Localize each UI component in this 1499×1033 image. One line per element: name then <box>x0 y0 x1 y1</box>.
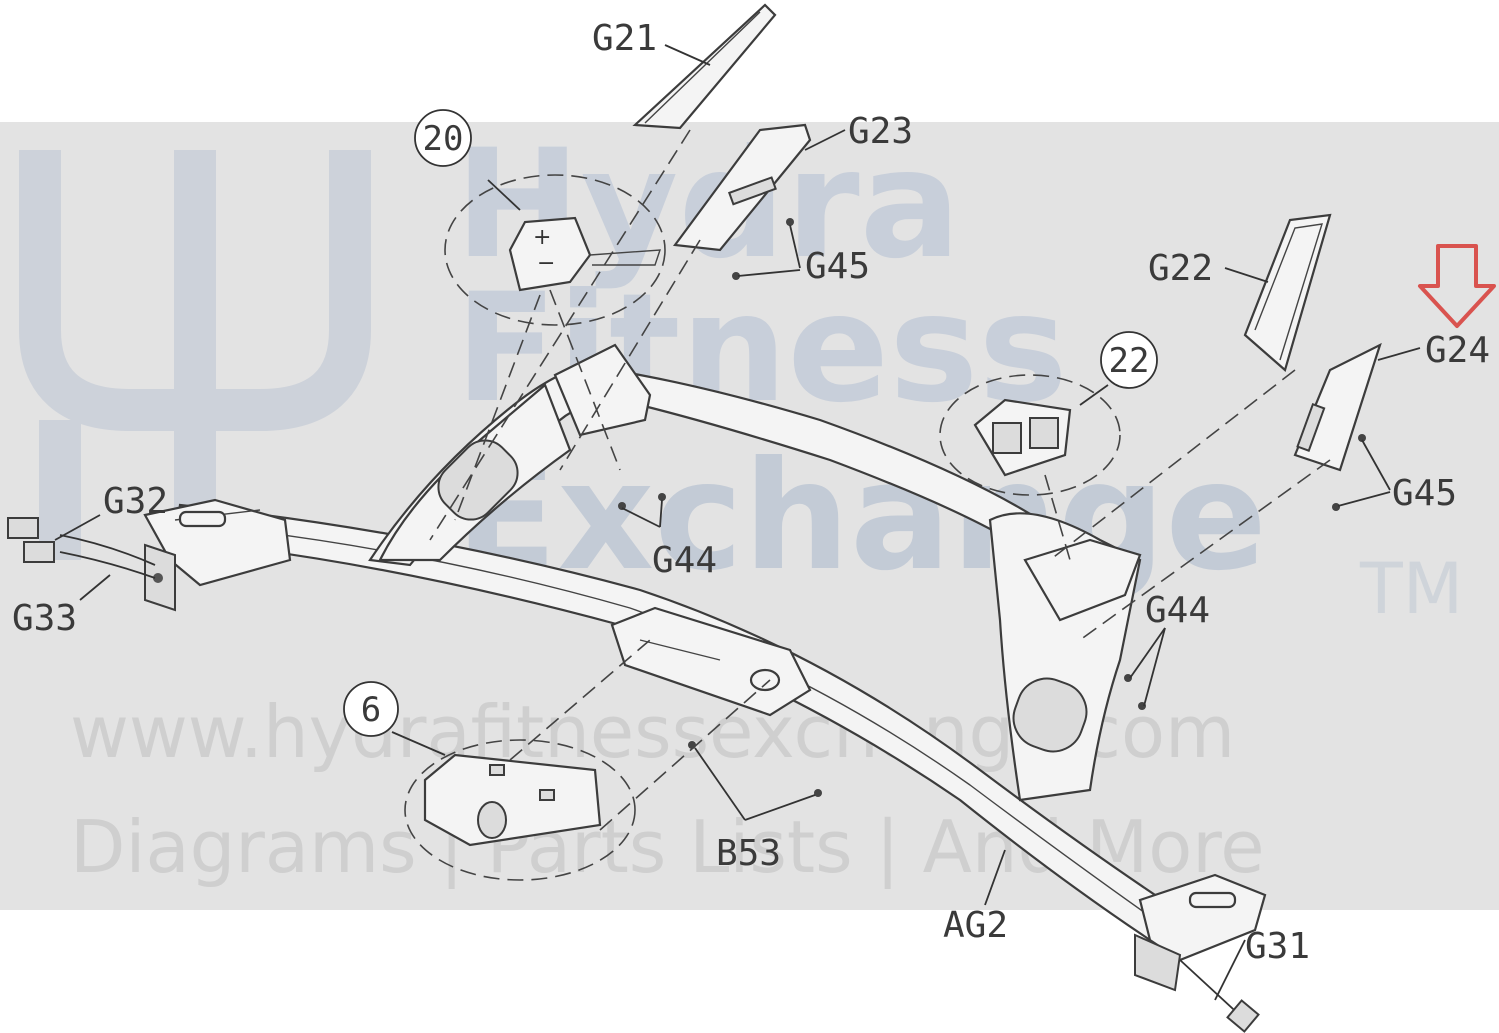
watermark-trademark: TM <box>1360 548 1464 630</box>
watermark-logo <box>18 150 371 560</box>
part-g22-cover <box>1243 213 1332 372</box>
label-g45-left: G45 <box>805 246 870 287</box>
label-g24: G24 <box>1425 330 1490 371</box>
label-ag2: AG2 <box>943 905 1008 946</box>
callout-22: 22 <box>1100 331 1158 389</box>
label-g23: G23 <box>848 111 913 152</box>
callout-20: 20 <box>414 109 472 167</box>
label-g45-right: G45 <box>1392 473 1457 514</box>
svg-text:20: 20 <box>423 119 464 159</box>
leader-lines <box>54 44 1421 1001</box>
highlight-arrow-icon <box>1418 244 1496 328</box>
svg-text:+: + <box>533 225 551 250</box>
label-g21: G21 <box>592 18 657 59</box>
button-module-6 <box>423 753 602 847</box>
center-console <box>610 606 812 717</box>
part-g23-cover <box>672 123 812 252</box>
label-b53: B53 <box>716 833 781 874</box>
svg-text:22: 22 <box>1109 341 1150 381</box>
label-g22: G22 <box>1148 248 1213 289</box>
callout-6: 6 <box>343 681 399 737</box>
svg-text:6: 6 <box>361 690 381 730</box>
part-g21-cover <box>632 3 777 130</box>
button-module-22 <box>973 398 1072 477</box>
cable-g32-g33 <box>7 517 156 579</box>
left-mount-bracket <box>143 498 292 612</box>
label-g44-left: G44 <box>652 540 717 581</box>
part-g24-cover <box>1293 342 1382 472</box>
label-g31: G31 <box>1245 926 1310 967</box>
label-g32: G32 <box>103 481 168 522</box>
left-grip-pod <box>437 343 652 521</box>
right-grip-pod <box>1012 538 1142 753</box>
svg-text:−: − <box>537 251 555 276</box>
label-g44-right: G44 <box>1145 590 1210 631</box>
exploded-view-lines <box>404 129 1331 881</box>
right-mount-bracket <box>1134 873 1267 1033</box>
label-g33: G33 <box>12 598 77 639</box>
button-module-20: + − <box>508 216 661 292</box>
